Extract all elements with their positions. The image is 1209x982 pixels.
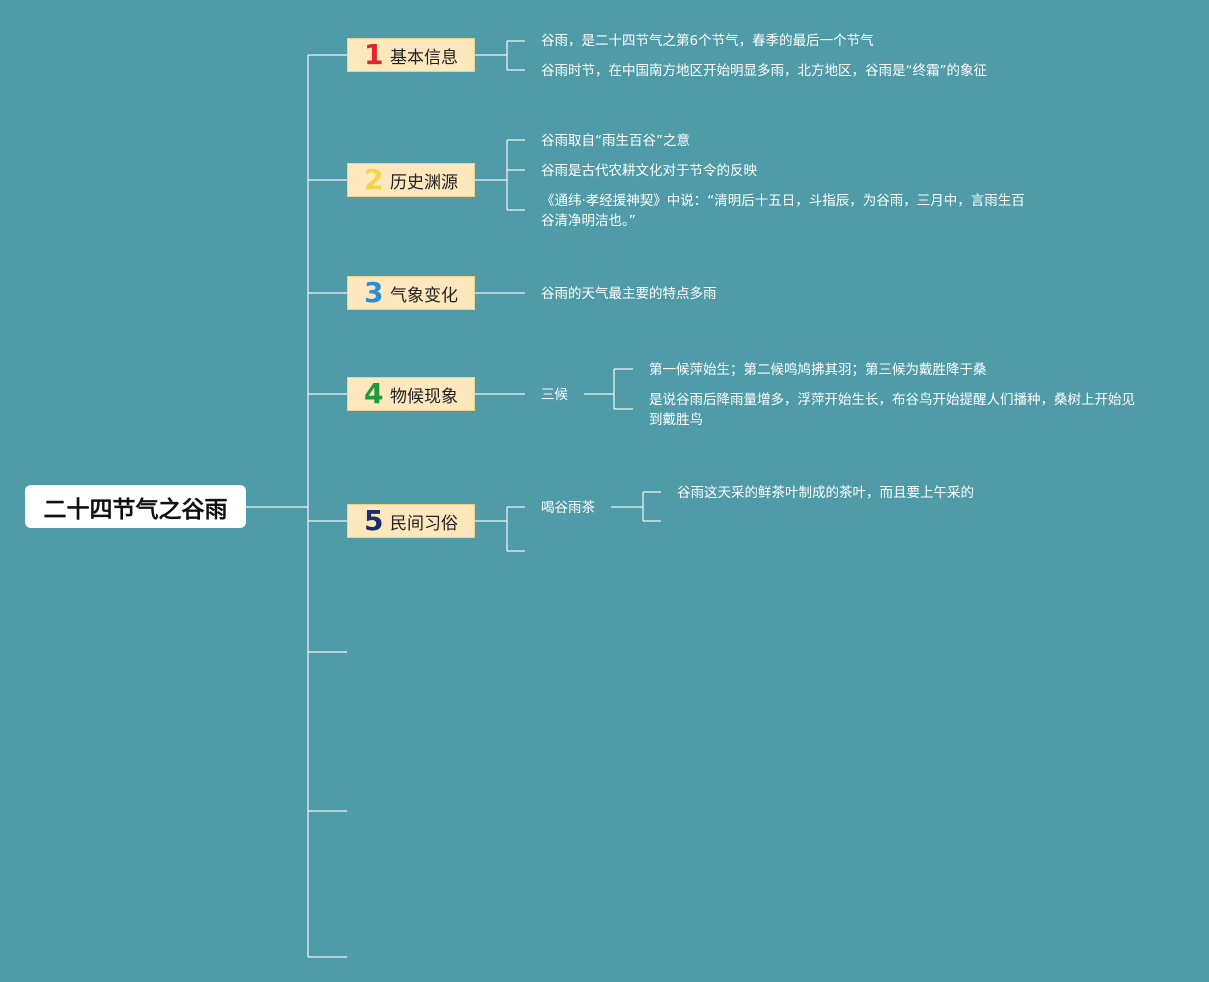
leaf-node[interactable]: 第一候萍始生；第二候鸣鸠拂其羽；第三候为戴胜降于桑 [649, 362, 987, 378]
topic-label: 气象变化 [390, 285, 458, 306]
root-node[interactable]: 二十四节气之谷雨 [25, 485, 246, 528]
topic-number-1: 1 [364, 38, 384, 71]
root-title: 二十四节气之谷雨 [43, 496, 228, 523]
topic-weather[interactable]: 3 气象变化 [347, 276, 475, 310]
leaf-node[interactable]: 《通纬·孝经援神契》中说：“清明后十五日，斗指辰，为谷雨，三月中，言雨生百谷清净… [541, 193, 1025, 229]
leaf-node[interactable]: 谷雨的天气最主要的特点多雨 [541, 286, 717, 302]
leaf-node[interactable]: 谷雨时节，在中国南方地区开始明显多雨，北方地区，谷雨是“终霜”的象征 [541, 63, 987, 79]
topic-number-3: 3 [364, 276, 384, 309]
leaf-node[interactable]: 谷雨，是二十四节气之第6个节气，春季的最后一个节气 [541, 33, 874, 49]
leaf-node[interactable]: 谷雨取自“雨生百谷”之意 [541, 133, 690, 149]
topic-label: 民间习俗 [390, 513, 458, 534]
topic-folk-customs[interactable]: 5 民间习俗 [347, 504, 475, 538]
topic-number-2: 2 [364, 163, 384, 196]
topic-number-4: 4 [364, 377, 384, 410]
topic-label: 基本信息 [390, 47, 458, 68]
topic-number-5: 5 [364, 504, 384, 537]
topic-history[interactable]: 2 历史渊源 [347, 163, 475, 197]
leaf-node[interactable]: 是说谷雨后降雨量增多，浮萍开始生长，布谷鸟开始提醒人们播种，桑树上开始见到戴胜鸟 [649, 392, 1135, 428]
leaf-node[interactable]: 谷雨这天采的鲜茶叶制成的茶叶，而且要上午采的 [677, 485, 974, 501]
topic-label: 物候现象 [390, 386, 458, 407]
leaf-node[interactable]: 谷雨是古代农耕文化对于节令的反映 [541, 163, 757, 179]
topic-phenology[interactable]: 4 物候现象 [347, 377, 475, 411]
subtopic-node[interactable]: 喝谷雨茶 [541, 500, 595, 516]
topic-label: 历史渊源 [390, 172, 458, 193]
topic-basic-info[interactable]: 1 基本信息 [347, 38, 475, 72]
subtopic-node[interactable]: 三候 [541, 387, 568, 403]
